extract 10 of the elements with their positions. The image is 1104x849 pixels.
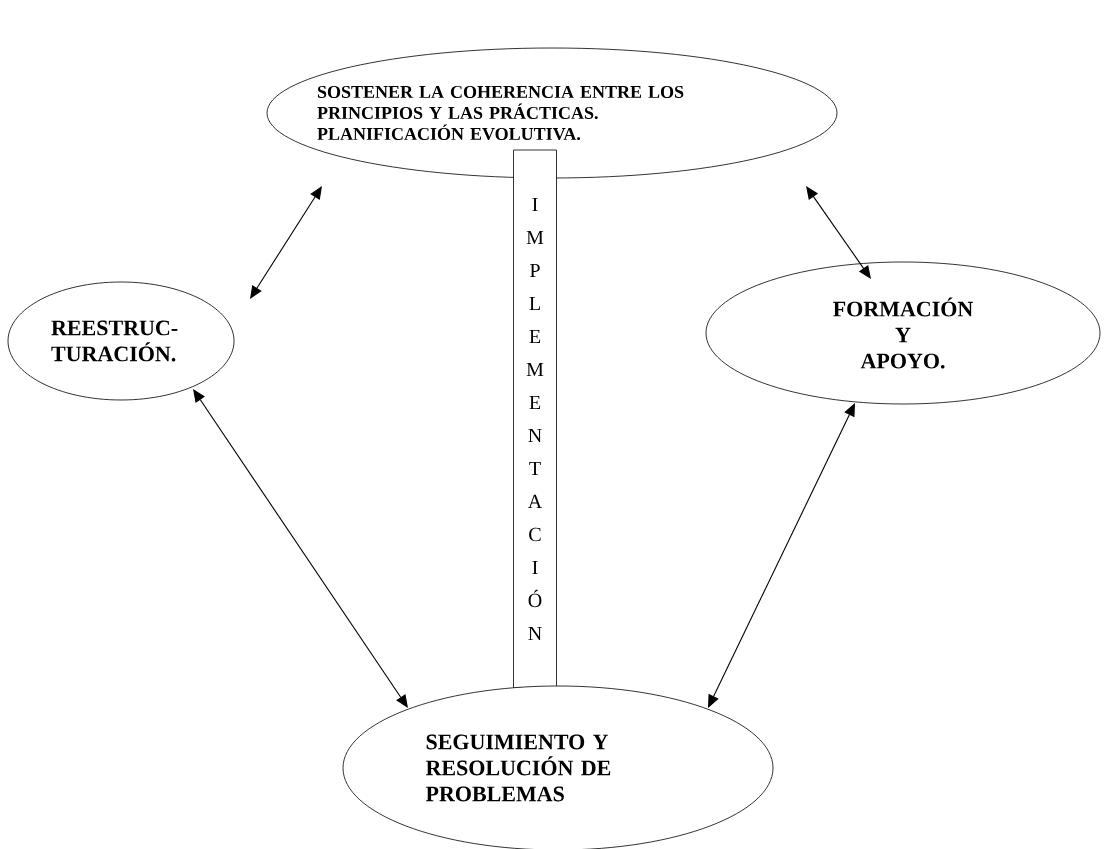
ellipse-node: FORMACIÓN Y APOYO. — [705, 261, 1101, 405]
double-arrow — [806, 186, 871, 279]
double-arrow — [250, 186, 322, 299]
node-label: SEGUIMIENTO Y RESOLUCIÓN DE PROBLEMAS — [425, 734, 611, 802]
vertical-text-box: IMPLEMENTACIÓN — [513, 149, 557, 689]
ellipse-node: REESTRUC- TURACIÓN. — [7, 281, 235, 401]
ellipse-node: SOSTENER LA COHERENCIA ENTRE LOS PRINCIPIOS Y LAS PRÁCTICAS. PLANIFICACIÓN EVOLUTIVA. — [266, 47, 838, 179]
double-arrow — [708, 403, 855, 708]
double-arrow — [193, 389, 408, 708]
ellipse-node: SEGUIMIENTO Y RESOLUCIÓN DE PROBLEMAS — [342, 685, 774, 849]
